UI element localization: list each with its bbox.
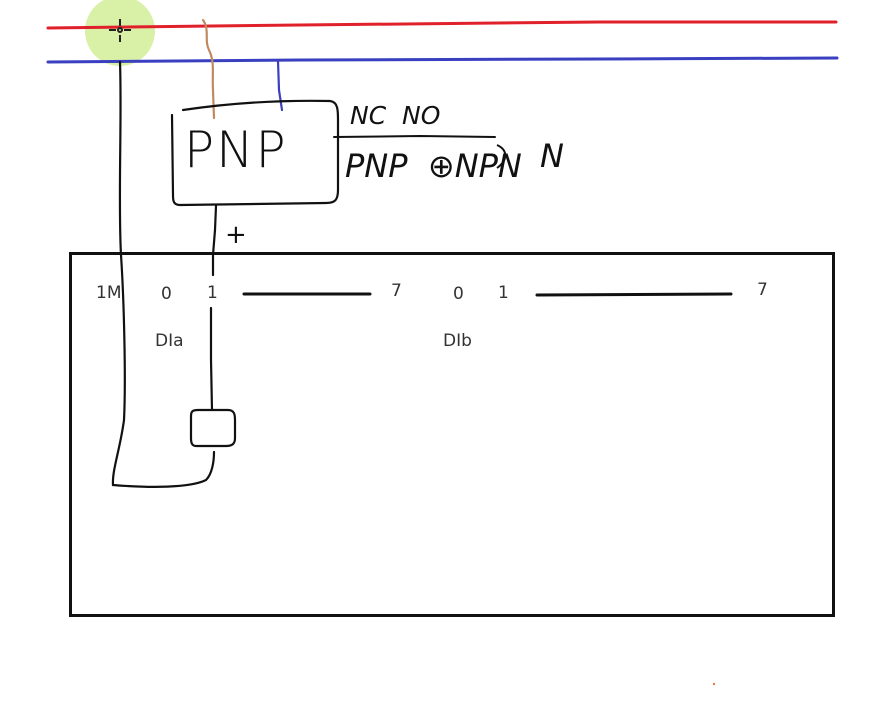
contact-type-annotation: NC NO	[350, 101, 441, 130]
input1-to-load-wire	[209, 306, 214, 412]
terminal-1M: 1M	[96, 283, 122, 303]
terminal-b-7: 7	[757, 280, 768, 300]
sensor-output-wire	[211, 204, 218, 277]
output-type-annotation: PNP ⊕NPN	[345, 147, 522, 185]
sensor-label: PNP	[184, 121, 288, 179]
terminal-a-1: 1	[207, 283, 218, 303]
terminal-a-7: 7	[391, 281, 402, 301]
common-return-wire	[111, 60, 216, 488]
crosshair-cursor-icon	[109, 19, 131, 42]
group-b-label: DIb	[443, 331, 472, 351]
power-rail-negative	[46, 56, 839, 64]
terminal-a-0: 0	[161, 284, 172, 304]
trailing-annotation: N	[540, 137, 564, 175]
load-box	[189, 408, 237, 448]
terminal-b-0: 0	[453, 284, 464, 304]
sensor-box-outline	[170, 99, 340, 207]
terminal-b-1: 1	[498, 283, 509, 303]
sensor-blue-wire	[276, 59, 284, 112]
annotation-bracket	[496, 144, 507, 169]
group-b-range-line	[535, 292, 733, 297]
plc-input-module	[69, 252, 835, 617]
sensor-brown-wire	[201, 18, 216, 120]
stray-dot	[712, 682, 716, 686]
annotation-divider	[333, 134, 496, 138]
sensor-output-polarity: +	[225, 220, 247, 250]
group-a-label: DIa	[155, 331, 184, 351]
power-rail-positive	[46, 20, 838, 30]
